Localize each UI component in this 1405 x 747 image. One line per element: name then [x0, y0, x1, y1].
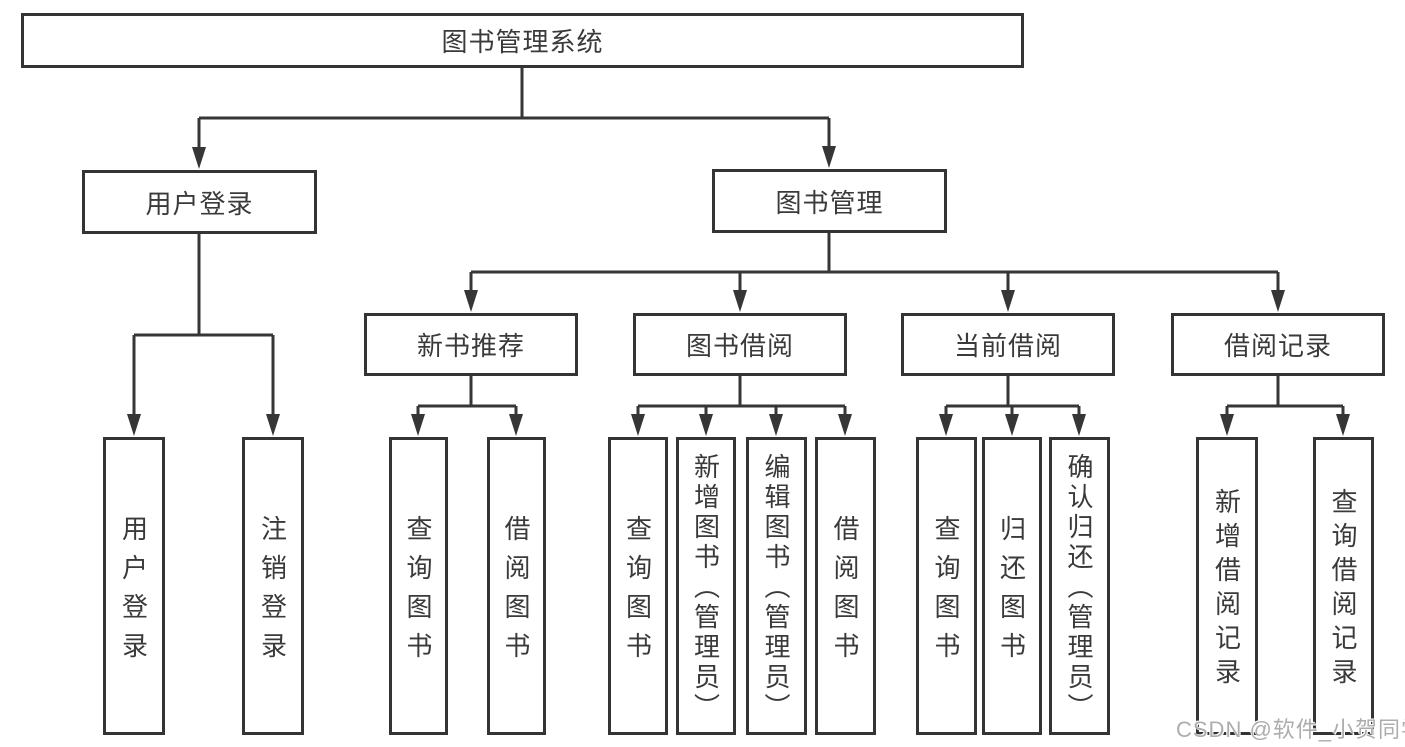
leaf-bb-add-books-admin: 新增图书（管理员） [676, 437, 736, 735]
node-label: 图书管理系统 [441, 27, 604, 57]
node-book-management: 图书管理 [712, 169, 947, 233]
node-label: 查询借阅记录 [1328, 488, 1358, 692]
leaf-bb-borrow-books: 借阅图书 [815, 437, 876, 735]
node-user-login: 用户登录 [82, 170, 317, 234]
leaf-bb-edit-books-admin: 编辑图书（管理员） [746, 437, 807, 735]
node-label: 确认归还（管理员） [1064, 453, 1094, 723]
watermark: CSDN @软件_小贺同学 [1176, 717, 1405, 742]
leaf-cb-return-books: 归还图书 [982, 437, 1042, 735]
node-current-borrowing: 当前借阅 [901, 313, 1115, 376]
node-label: 归还图书 [996, 514, 1027, 671]
node-label: 注销登录 [257, 514, 288, 671]
node-label: 借阅图书 [830, 514, 860, 671]
node-label: 编辑图书（管理员） [761, 453, 791, 723]
leaf-cb-confirm-return-admin: 确认归还（管理员） [1049, 437, 1110, 735]
node-label: 新增图书（管理员） [690, 453, 721, 723]
node-label: 用户登录 [118, 514, 149, 671]
arrowheads [127, 146, 1350, 436]
node-label: 用户登录 [145, 188, 254, 219]
node-label: 查询图书 [403, 514, 433, 671]
tree-edges [132, 68, 1345, 416]
node-label: 图书管理 [775, 187, 884, 218]
leaf-user-login: 用户登录 [103, 437, 165, 735]
leaf-br-query-record: 查询借阅记录 [1313, 437, 1374, 735]
leaf-nbr-borrow-books: 借阅图书 [487, 437, 546, 735]
node-label: 图书借阅 [685, 331, 794, 361]
node-label: 借阅记录 [1223, 331, 1332, 361]
node-library-management-system: 图书管理系统 [21, 13, 1024, 68]
leaf-bb-query-books: 查询图书 [608, 437, 668, 735]
node-book-borrowing: 图书借阅 [633, 313, 847, 376]
node-borrowing-records: 借阅记录 [1171, 313, 1385, 376]
node-label: 查询图书 [931, 514, 961, 671]
node-label: 当前借阅 [953, 331, 1062, 361]
node-label: 查询图书 [622, 514, 653, 671]
leaf-cb-query-books: 查询图书 [916, 437, 977, 735]
leaf-br-add-record: 新增借阅记录 [1196, 437, 1258, 735]
leaf-logout: 注销登录 [242, 437, 304, 735]
node-label: 新增借阅记录 [1211, 488, 1242, 692]
node-label: 借阅图书 [501, 514, 531, 671]
node-label: 新书推荐 [416, 331, 525, 361]
node-new-book-recommendation: 新书推荐 [364, 313, 578, 376]
leaf-nbr-query-books: 查询图书 [389, 437, 448, 735]
